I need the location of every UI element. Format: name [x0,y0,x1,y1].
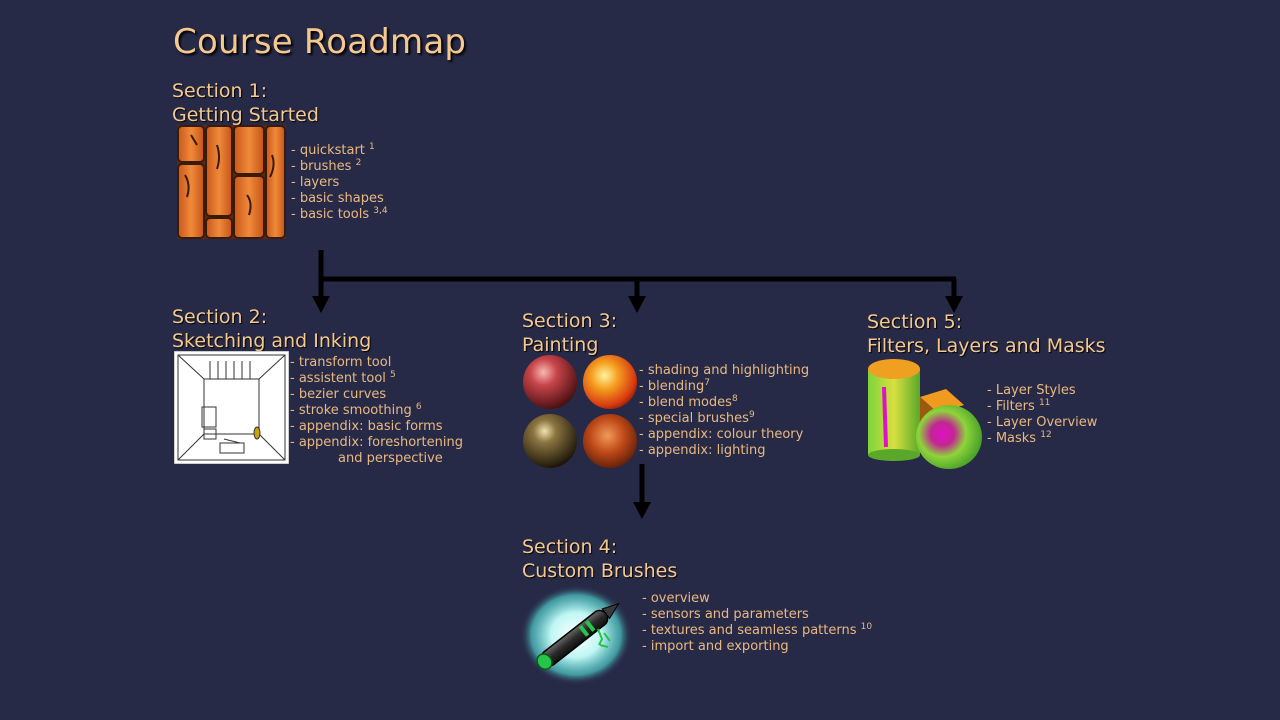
room-sketch-icon [174,351,289,464]
section-1-number: Section 1: [172,80,268,102]
list-item: and perspective [338,451,443,466]
section-3-heading: Section 3: Painting [522,309,617,357]
list-item: brushes 2 [291,159,388,175]
list-item: special brushes9 [639,411,809,427]
list-item: import and exporting [642,639,872,655]
list-item: appendix: foreshortening [290,435,463,451]
list-item: appendix: lighting [639,443,809,459]
section-2-heading: Section 2: Sketching and Inking [172,305,371,353]
section-2-title: Sketching and Inking [172,330,372,352]
section-5-title: Filters, Layers and Masks [867,335,1106,357]
list-item: appendix: basic forms [290,419,463,435]
list-item: Masks 12 [987,431,1097,447]
page-title: Course Roadmap [173,22,467,62]
section-4-topics: overview sensors and parameters textures… [642,591,872,655]
list-item: Filters 11 [987,399,1097,415]
section-4-number: Section 4: [522,536,618,558]
list-item: sensors and parameters [642,607,872,623]
paint-spheres-icon [523,355,637,468]
section-5-number: Section 5: [867,311,963,333]
list-item: blending7 [639,379,809,395]
list-item: shading and highlighting [639,363,809,379]
section-3-number: Section 3: [522,310,618,332]
section-1-title: Getting Started [172,104,319,126]
wood-texture-icon [177,125,286,239]
list-item: Layer Styles [987,383,1097,399]
section-5-heading: Section 5: Filters, Layers and Masks [867,310,1106,358]
section-4-heading: Section 4: Custom Brushes [522,535,677,583]
list-item: Layer Overview [987,415,1098,431]
brush-pen-icon [520,585,632,685]
list-item: blend modes8 [639,395,809,411]
section-2-topics: transform tool assistent tool 5 bezier c… [290,355,463,467]
masked-shapes-icon [868,359,982,469]
list-item: basic tools 3,4 [291,207,388,223]
section-4-title: Custom Brushes [522,560,678,582]
list-item: overview [642,591,872,607]
list-item: bezier curves [290,387,463,403]
list-item: quickstart 1 [291,143,388,159]
list-item: textures and seamless patterns 10 [642,623,872,639]
section-3-topics: shading and highlighting blending7 blend… [639,363,809,459]
section-3-title: Painting [522,334,599,356]
list-item: assistent tool 5 [290,371,463,387]
list-item: layers [291,175,388,191]
section-5-topics: Layer Styles Filters 11 Layer Overview M… [987,383,1098,447]
section-1-topics: quickstart 1 brushes 2 layers basic shap… [291,143,388,223]
section-2-number: Section 2: [172,306,268,328]
list-item: transform tool [290,355,463,371]
list-item: basic shapes [291,191,388,207]
section-1-heading: Section 1: Getting Started [172,79,319,127]
list-item: appendix: colour theory [639,427,809,443]
list-item: stroke smoothing 6 [290,403,463,419]
